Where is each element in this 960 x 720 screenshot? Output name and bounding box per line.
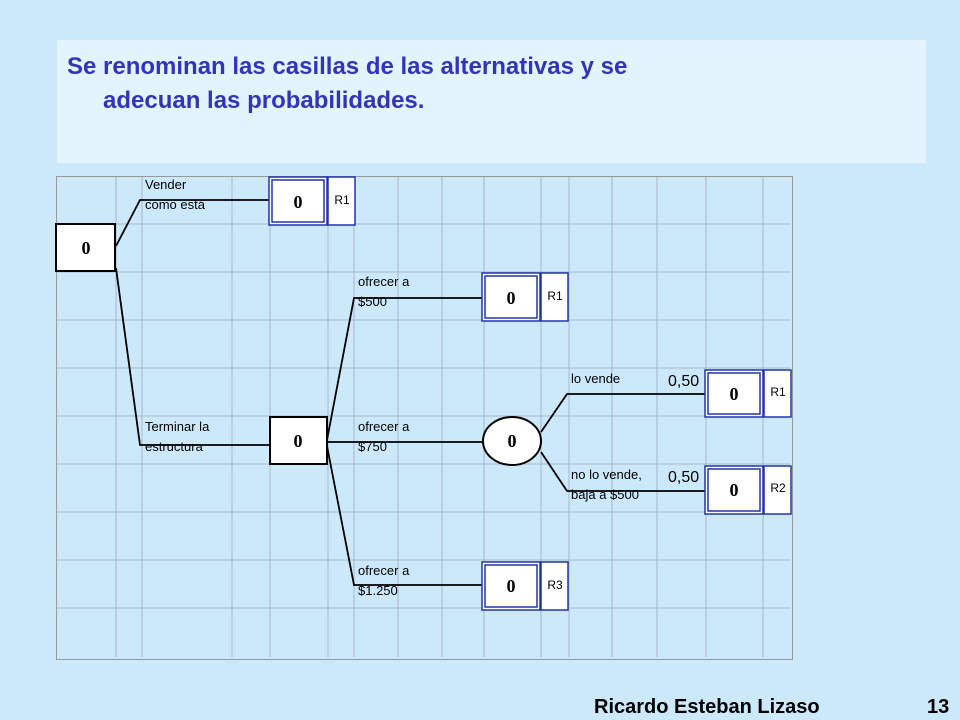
terminar-decision-node — [269, 416, 328, 465]
o500-value-box — [481, 272, 541, 322]
novende-probability: 0,50 — [668, 469, 699, 486]
terminar-label-2: estructura — [145, 439, 204, 454]
o1250-result: R3 — [547, 578, 563, 592]
vender-result-box — [327, 176, 356, 226]
tree-lines — [115, 199, 706, 586]
vende-value-box — [704, 369, 764, 418]
vender-label-2: como está — [145, 197, 206, 212]
title-line-1: Se renominan las casillas de las alterna… — [67, 53, 628, 80]
vender-result: R1 — [334, 193, 350, 207]
spreadsheet-area — [56, 176, 793, 660]
o1250-label-1: ofrecer a — [358, 563, 410, 578]
title-line-2: adecuan las probabilidades. — [103, 87, 425, 114]
line-lo-vende — [540, 393, 706, 433]
vende-label: lo vende — [571, 371, 620, 386]
o500-result: R1 — [547, 289, 563, 303]
novende-value: 0 — [730, 480, 739, 500]
page-number: 13 — [927, 696, 950, 718]
footer-author: Ricardo Esteban Lizaso — [594, 696, 820, 718]
vende-value: 0 — [730, 384, 739, 404]
vender-label-1: Vender — [145, 177, 187, 192]
line-ofrecer-1250 — [326, 445, 484, 586]
vende-probability: 0,50 — [668, 373, 699, 390]
vender-value: 0 — [294, 192, 303, 212]
line-no-lo-vende — [540, 451, 706, 492]
novende-value-box — [704, 465, 764, 515]
novende-label-2: baja a $500 — [571, 487, 639, 502]
terminar-label-1: Terminar la — [145, 419, 210, 434]
terminar-value: 0 — [294, 431, 303, 451]
vende-result: R1 — [770, 385, 786, 399]
o500-label-1: ofrecer a — [358, 274, 410, 289]
o1250-value-box — [481, 561, 541, 611]
o500-result-box — [540, 272, 569, 322]
novende-label-1: no lo vende, — [571, 467, 642, 482]
o500-label-2: $500 — [358, 294, 387, 309]
chance-value: 0 — [508, 431, 517, 451]
vender-value-box — [268, 176, 328, 226]
o1250-result-box — [540, 561, 569, 611]
chance-node — [482, 416, 542, 466]
o750-label-1: ofrecer a — [358, 419, 410, 434]
line-ofrecer-500 — [326, 297, 484, 441]
line-vender — [115, 199, 270, 247]
o500-value: 0 — [507, 288, 516, 308]
root-value: 0 — [82, 238, 91, 258]
slide-title: Se renominan las casillas de las alterna… — [67, 50, 907, 118]
novende-result-box — [763, 465, 792, 515]
o750-label-2: $750 — [358, 439, 387, 454]
line-terminar — [115, 267, 270, 446]
vende-result-box — [763, 369, 792, 418]
novende-result: R2 — [770, 481, 786, 495]
root-decision-node — [55, 223, 116, 272]
title-box: Se renominan las casillas de las alterna… — [57, 40, 926, 163]
o1250-value: 0 — [507, 576, 516, 596]
o1250-label-2: $1.250 — [358, 583, 398, 598]
